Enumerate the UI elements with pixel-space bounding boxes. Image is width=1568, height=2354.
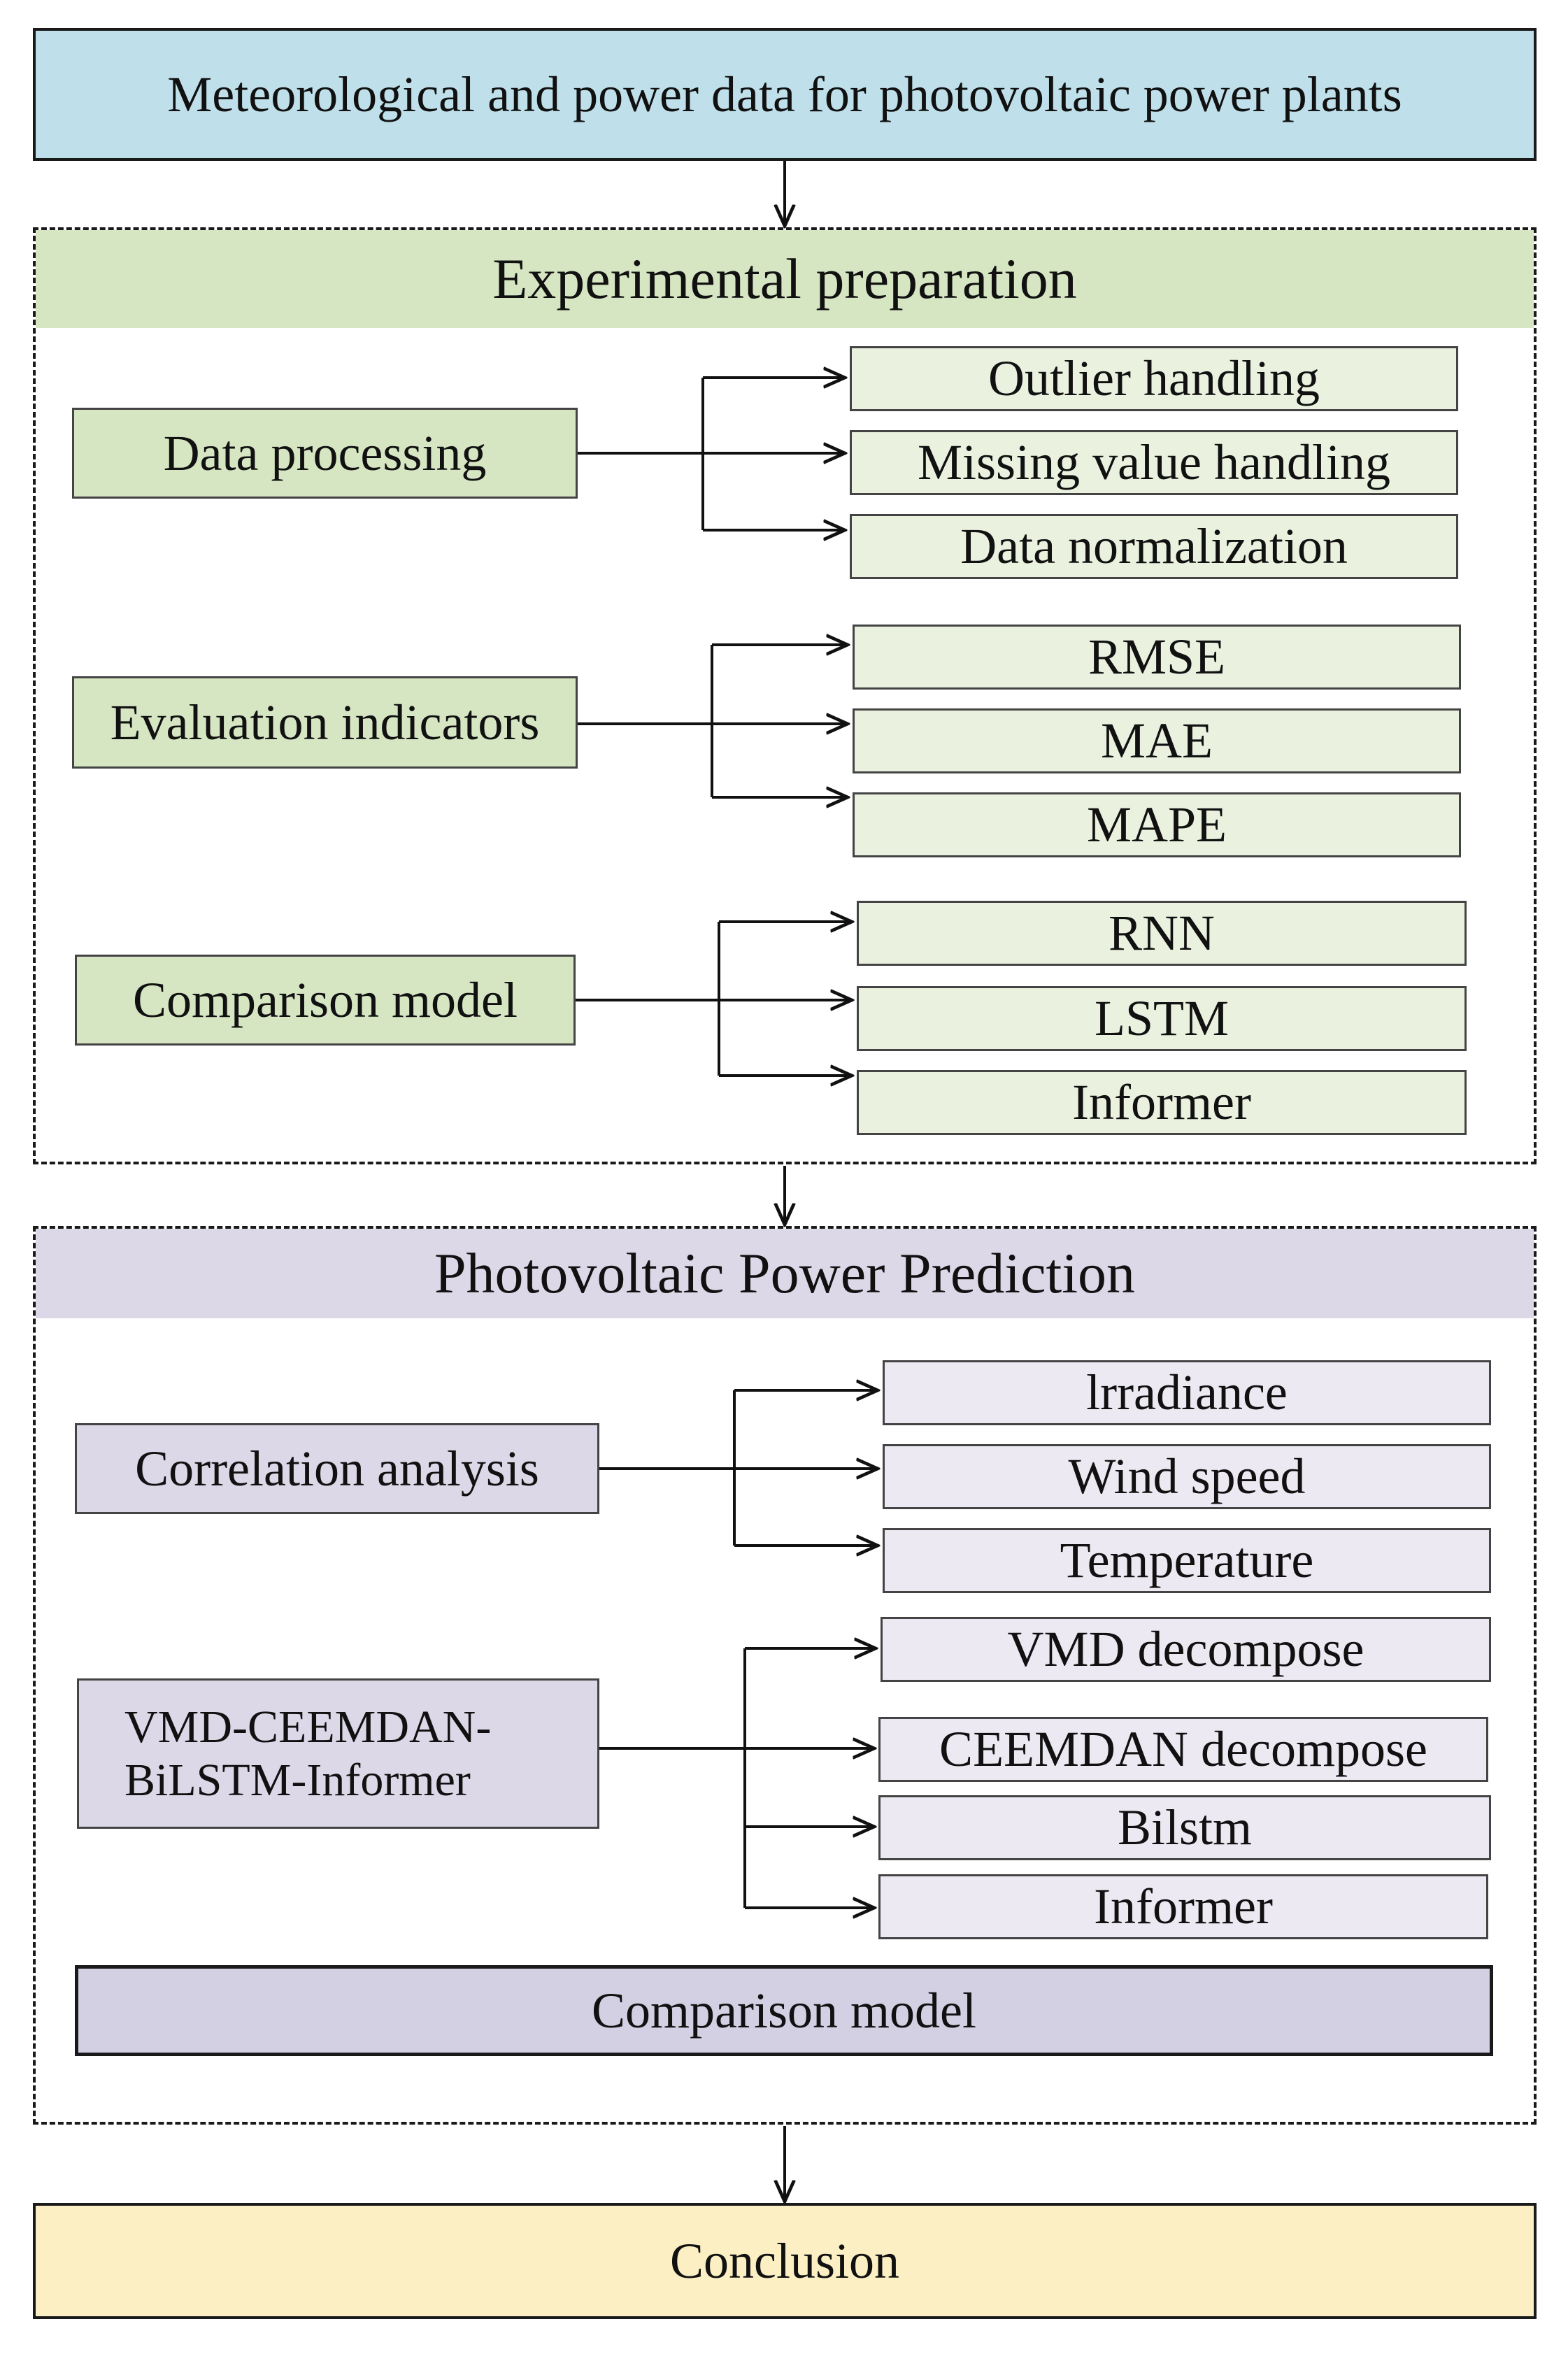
mae-box: MAE [853,708,1461,773]
rmse-box: RMSE [853,625,1461,690]
vmd-decompose-box: VMD decompose [881,1617,1491,1682]
prediction-title: Photovoltaic Power Prediction [434,1241,1136,1305]
comparison-model-box: Comparison model [75,955,576,1046]
input-data-box: Meteorological and power data for photov… [33,28,1537,161]
irradiance-box: lrradiance [883,1360,1491,1425]
bilstm-box: Bilstm [878,1795,1491,1860]
hybrid-model-label: VMD-CEEMDAN- BiLSTM-Informer [124,1701,492,1806]
conclusion-box: Conclusion [33,2203,1537,2319]
temperature-box: Temperature [883,1528,1491,1593]
rnn-box: RNN [857,901,1467,966]
experimental-header: Experimental preparation [36,230,1534,328]
comparison-model-bar: Comparison model [75,1965,1493,2056]
experimental-title: Experimental preparation [492,247,1077,311]
data-processing-box: Data processing [72,408,578,499]
outlier-handling-box: Outlier handling [850,346,1458,411]
mape-box: MAPE [853,792,1461,857]
wind-speed-box: Wind speed [883,1444,1491,1509]
prediction-header: Photovoltaic Power Prediction [36,1229,1534,1318]
informer-box-experimental: Informer [857,1070,1467,1135]
correlation-analysis-box: Correlation analysis [75,1423,599,1514]
experimental-section [33,227,1537,1164]
lstm-box: LSTM [857,986,1467,1051]
evaluation-indicators-box: Evaluation indicators [72,676,578,769]
missing-value-handling-box: Missing value handling [850,430,1458,495]
data-normalization-box: Data normalization [850,514,1458,579]
hybrid-model-box: VMD-CEEMDAN- BiLSTM-Informer [77,1678,599,1829]
input-data-label: Meteorological and power data for photov… [167,66,1402,122]
prediction-section [33,1226,1537,2125]
ceemdan-decompose-box: CEEMDAN decompose [878,1717,1488,1782]
informer-box-prediction: Informer [878,1874,1488,1939]
